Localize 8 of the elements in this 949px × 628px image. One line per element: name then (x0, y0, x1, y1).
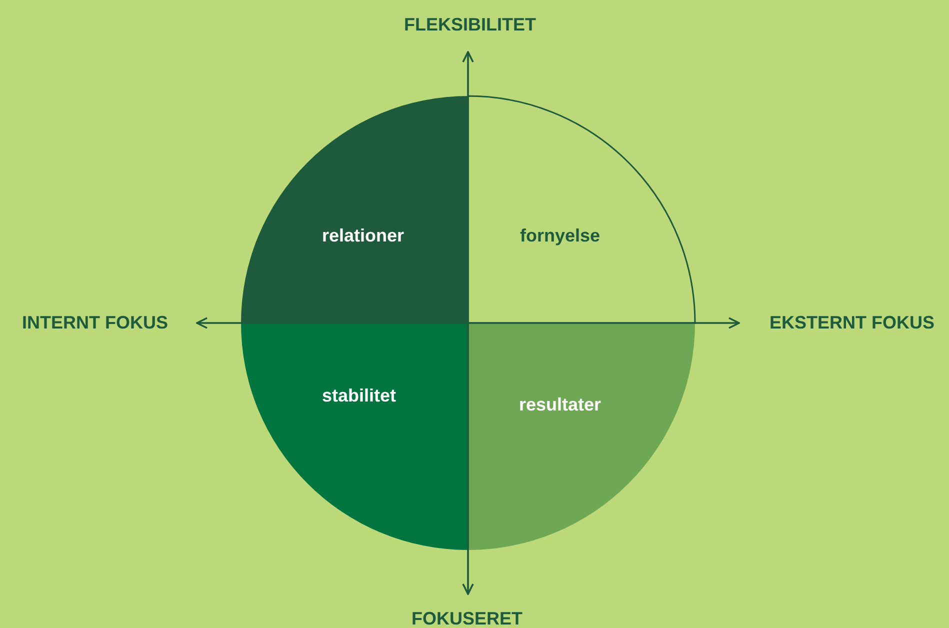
axis-label: FLEKSIBILITET (404, 14, 536, 36)
quadrant-label: stabilitet (322, 386, 396, 406)
quadrant-label: relationer (322, 226, 404, 246)
quadrant-label: resultater (518, 394, 602, 416)
axis-label: INTERNT FOKUS (22, 312, 168, 334)
quadrant-label: fornyelse (520, 226, 600, 246)
axis-label: FOKUSERET (412, 608, 522, 628)
axis-label: EKSTERNT FOKUS (770, 312, 934, 334)
